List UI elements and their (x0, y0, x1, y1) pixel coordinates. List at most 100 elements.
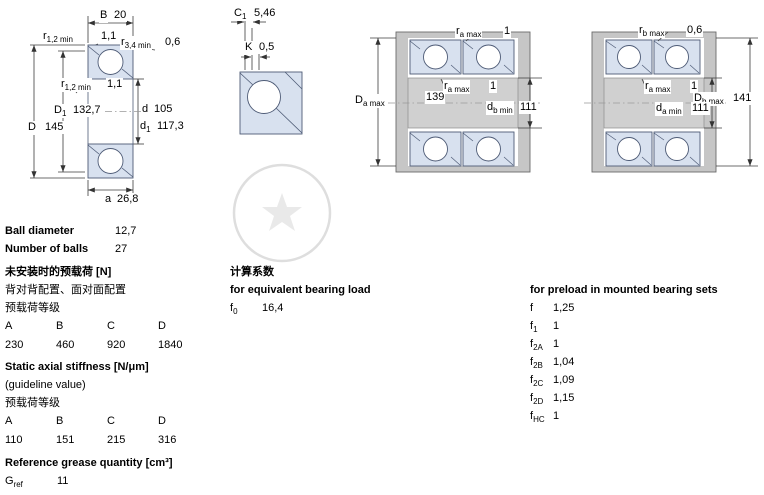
factor-row: fHC 1 (530, 410, 559, 424)
preload-unmounted-title: 未安装时的预载荷 [N] (5, 266, 112, 278)
number-of-balls-value: 27 (115, 243, 128, 255)
dim-Da-label: Da max (354, 94, 386, 109)
dim-B-label: B (99, 9, 109, 24)
dim-r12-mid-value: 1,1 (106, 78, 124, 91)
factor-row: f2A 1 (530, 338, 559, 352)
dim-Db-value: 141 (732, 92, 753, 105)
factor-row: f2D 1,15 (530, 392, 574, 406)
dim-db-value: 111 (519, 101, 538, 114)
dim-D-label: D (27, 121, 37, 136)
dim-r34-label: r3,4 min (120, 36, 152, 51)
factor-row: f1 1 (530, 320, 559, 334)
dim-da-value: 111 (691, 102, 710, 115)
factor-value: 1,04 (553, 356, 575, 368)
drawing-cross-section (30, 16, 156, 196)
factor-symbol: f2B (530, 356, 543, 371)
dim-d1-label: d1 (139, 120, 152, 135)
dim-d-value: 105 (153, 103, 174, 116)
dim-D1-label: D1 (53, 104, 68, 119)
preload-sets-title: for preload in mounted bearing sets (530, 284, 718, 296)
dim-B-value: 20 (113, 9, 128, 22)
dim-d1-value: 117,3 (156, 120, 185, 133)
cell: 920 (107, 339, 126, 351)
dim-d-label: d (141, 103, 150, 118)
factor-symbol: f (530, 302, 534, 314)
factor-symbol: f0 (230, 302, 238, 317)
factor-value: 16,4 (262, 302, 284, 314)
dim-rb-top-label: rb max (638, 24, 666, 39)
factor-row: f2B 1,04 (530, 356, 574, 370)
grease-symbol: Gref (5, 475, 23, 490)
factor-value: 1,09 (553, 374, 575, 386)
factor-symbol: f2D (530, 392, 544, 407)
factor-row: f2C 1,09 (530, 374, 574, 388)
dim-D1-value: 132,7 (72, 104, 102, 117)
stiffness-note: (guideline value) (5, 379, 86, 391)
factor-symbol: f1 (530, 320, 538, 335)
factor-value: 1 (553, 410, 560, 422)
stiffness-class-label: 预载荷等级 (5, 397, 60, 409)
technical-drawings (30, 16, 758, 196)
dim-C1-value: 5,46 (253, 7, 277, 20)
col-header: D (158, 320, 166, 332)
factor-value: 1,15 (553, 392, 575, 404)
dim-db-label: db min (486, 101, 514, 116)
drawing-detail-view (231, 16, 303, 135)
factor-f0-row: f0 16,4 (230, 302, 283, 316)
factor-value: 1 (553, 320, 560, 332)
factor-value: 1,25 (553, 302, 575, 314)
col-header: D (158, 415, 166, 427)
calculation-factors-title: 计算系数 (230, 266, 274, 278)
watermark-stamp (232, 163, 332, 263)
factor-value: 1 (553, 338, 560, 350)
factor-symbol: fHC (530, 410, 545, 425)
dim-K-value: 0,5 (258, 41, 276, 54)
dim-ra-mid-label: ra max (443, 80, 471, 95)
dim-ra-top-label: ra max (455, 25, 483, 40)
dim-r34-value: 0,6 (164, 36, 182, 49)
dim-ra-mid-value: 1 (489, 80, 498, 93)
dim-ra-top-value: 1 (503, 25, 512, 38)
col-header: A (5, 415, 13, 427)
dim-rb-top-value: 0,6 (686, 24, 704, 37)
dim-Da-value: 139 (425, 91, 446, 104)
dim-a-label: a (104, 193, 113, 208)
dim-r12-top-label: r1,2 min (42, 30, 74, 45)
dim-a-value: 26,8 (116, 193, 140, 206)
col-header: C (107, 415, 115, 427)
ball-diameter-label: Ball diameter (5, 225, 75, 237)
preload-columns-header: A B C D (5, 320, 209, 333)
factor-row: f 1,25 (530, 302, 574, 316)
cell: 460 (56, 339, 75, 351)
cell: 316 (158, 434, 177, 446)
cell: 151 (56, 434, 75, 446)
cell: 215 (107, 434, 126, 446)
col-header: A (5, 320, 13, 332)
stiffness-columns-header: A B C D (5, 415, 209, 428)
stiffness-title: Static axial stiffness [N/μm] (5, 361, 149, 373)
factor-symbol: f2C (530, 374, 544, 389)
col-header: C (107, 320, 115, 332)
dim-ra-mid4-value: 1 (690, 80, 699, 93)
drawing-mounting-dims-right (584, 31, 758, 173)
dim-r12-top-value: 1,1 (100, 30, 118, 43)
dim-ra-mid4-label: ra max (644, 80, 672, 95)
col-header: B (56, 320, 64, 332)
dim-K-label: K (244, 41, 254, 56)
cell: 110 (5, 434, 23, 446)
dim-r12-mid-label: r1,2 min (60, 78, 92, 93)
preload-config-label: 背对背配置、面对面配置 (5, 284, 126, 296)
drawing-mounting-dims-left (370, 31, 542, 173)
grease-value: 11 (57, 475, 69, 487)
factor-symbol: f2A (530, 338, 543, 353)
ball-diameter-value: 12,7 (115, 225, 137, 237)
grease-title: Reference grease quantity [cm³] (5, 457, 173, 469)
cell: 1840 (158, 339, 183, 351)
preload-class-label: 预载荷等级 (5, 302, 60, 314)
equivalent-load-title: for equivalent bearing load (230, 284, 371, 296)
number-of-balls-label: Number of balls (5, 243, 89, 255)
col-header: B (56, 415, 64, 427)
dim-D-value: 145 (44, 121, 65, 134)
